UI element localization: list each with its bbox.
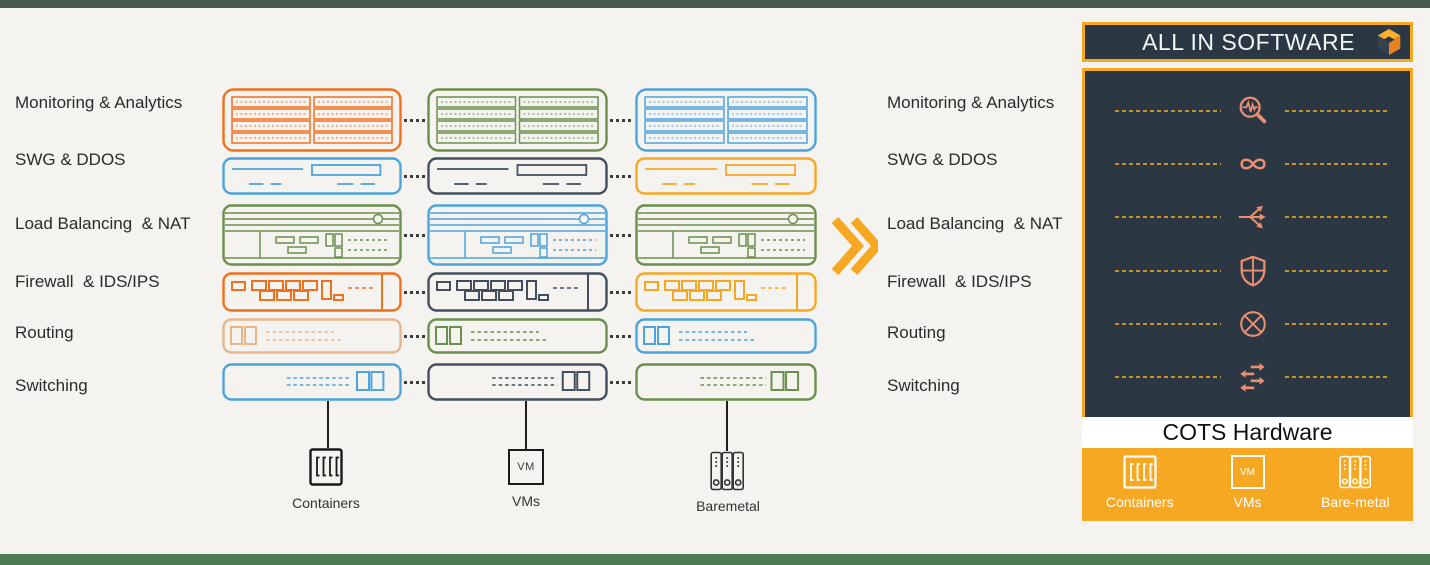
baremetal-label: Baremetal bbox=[696, 498, 760, 514]
appliance-monitoring-baremetal bbox=[635, 88, 817, 152]
layer-label-monitoring-right: Monitoring & Analytics bbox=[887, 93, 1055, 112]
appliance-switching-vms bbox=[427, 363, 608, 401]
stem-vms bbox=[525, 401, 527, 449]
appliance-swg-vms bbox=[427, 157, 608, 195]
layer-label-firewall-right: Firewall & IDS/IPS bbox=[887, 272, 1032, 291]
appliance-lb-baremetal bbox=[635, 204, 817, 266]
software-row-monitoring bbox=[1085, 94, 1410, 128]
software-functions-panel bbox=[1082, 68, 1413, 417]
containers-icon bbox=[309, 448, 343, 486]
appliance-swg-baremetal bbox=[635, 157, 817, 195]
software-row-lb bbox=[1085, 200, 1410, 234]
dash-line bbox=[1284, 269, 1390, 272]
shield-icon bbox=[1231, 254, 1275, 288]
hardware-strip: Containers VM VMs Bare-metal bbox=[1082, 448, 1413, 521]
dash-line bbox=[1115, 375, 1221, 378]
connector-monitoring bbox=[610, 119, 633, 122]
appliance-lb-containers bbox=[222, 204, 402, 266]
software-row-firewall bbox=[1085, 254, 1410, 288]
appliance-firewall-baremetal bbox=[635, 272, 817, 312]
connector-switching bbox=[404, 381, 425, 384]
hardware-label-containers: Containers bbox=[1105, 494, 1174, 510]
appliance-swg-containers bbox=[222, 157, 402, 195]
appliance-monitoring-containers bbox=[222, 88, 402, 152]
appliance-routing-containers bbox=[222, 318, 402, 354]
connector-routing bbox=[610, 335, 633, 338]
layer-label-lb-left: Load Balancing & NAT bbox=[15, 214, 191, 233]
dash-line bbox=[1284, 216, 1390, 219]
dash-line bbox=[1284, 163, 1390, 166]
all-in-software-header: ALL IN SOFTWARE bbox=[1082, 22, 1413, 62]
infinity-icon bbox=[1231, 147, 1275, 181]
vm-icon: VM bbox=[508, 449, 544, 485]
stem-containers bbox=[327, 401, 329, 448]
connector-swg bbox=[610, 175, 633, 178]
containers-label: Containers bbox=[292, 495, 360, 511]
hardware-item-baremetal: Bare-metal bbox=[1305, 455, 1405, 510]
connector-firewall bbox=[610, 291, 633, 294]
chevron-arrow-icon bbox=[831, 217, 878, 275]
layer-label-routing-right: Routing bbox=[887, 323, 946, 342]
exchange-arrows-icon bbox=[1231, 360, 1275, 394]
appliance-routing-vms bbox=[427, 318, 608, 354]
layer-label-swg-right: SWG & DDOS bbox=[887, 150, 998, 169]
software-row-swg bbox=[1085, 147, 1410, 181]
hexagon-cube-logo-icon bbox=[1377, 28, 1401, 56]
top-border-bar bbox=[0, 0, 1430, 8]
bottom-border-bar bbox=[0, 554, 1430, 565]
software-row-routing bbox=[1085, 307, 1410, 341]
baremetal-icon-white bbox=[1339, 455, 1372, 489]
software-row-switching bbox=[1085, 360, 1410, 394]
load-balancer-split-icon bbox=[1231, 200, 1275, 234]
hardware-label-vms: VMs bbox=[1233, 494, 1262, 510]
stem-baremetal bbox=[726, 401, 728, 451]
appliance-firewall-containers bbox=[222, 272, 402, 312]
connector-monitoring bbox=[404, 119, 425, 122]
dash-line bbox=[1115, 216, 1221, 219]
layer-label-switching-right: Switching bbox=[887, 376, 960, 395]
appliance-lb-vms bbox=[427, 204, 608, 266]
appliance-monitoring-vms bbox=[427, 88, 608, 152]
all-in-software-title: ALL IN SOFTWARE bbox=[1142, 28, 1355, 55]
monitoring-magnifier-icon bbox=[1231, 94, 1275, 128]
appliance-routing-baremetal bbox=[635, 318, 817, 354]
hardware-item-containers: Containers bbox=[1090, 455, 1190, 510]
baremetal-icon bbox=[710, 451, 744, 491]
layer-label-firewall-left: Firewall & IDS/IPS bbox=[15, 272, 160, 291]
vm-icon-white: VM bbox=[1230, 455, 1265, 489]
dash-line bbox=[1115, 322, 1221, 325]
connector-firewall bbox=[404, 291, 425, 294]
connector-switching bbox=[610, 381, 633, 384]
appliance-switching-containers bbox=[222, 363, 402, 401]
layer-label-routing-left: Routing bbox=[15, 323, 74, 342]
layer-label-swg-left: SWG & DDOS bbox=[15, 150, 126, 169]
hardware-label-baremetal: Bare-metal bbox=[1321, 494, 1390, 510]
dash-line bbox=[1115, 269, 1221, 272]
dash-line bbox=[1115, 163, 1221, 166]
dash-line bbox=[1115, 110, 1221, 113]
layer-label-monitoring-left: Monitoring & Analytics bbox=[15, 93, 183, 112]
appliance-switching-baremetal bbox=[635, 363, 817, 401]
connector-lb bbox=[610, 234, 633, 237]
layer-label-lb-right: Load Balancing & NAT bbox=[887, 214, 1063, 233]
layer-label-switching-left: Switching bbox=[15, 376, 88, 395]
connector-lb bbox=[404, 234, 425, 237]
containers-icon-white bbox=[1123, 455, 1157, 489]
dash-line bbox=[1284, 322, 1390, 325]
vms-label: VMs bbox=[512, 493, 540, 509]
connector-swg bbox=[404, 175, 425, 178]
cots-hardware-bar: COTS Hardware bbox=[1082, 417, 1413, 448]
crossed-circle-icon bbox=[1231, 307, 1275, 341]
dash-line bbox=[1284, 375, 1390, 378]
appliance-firewall-vms bbox=[427, 272, 608, 312]
connector-routing bbox=[404, 335, 425, 338]
dash-line bbox=[1284, 110, 1390, 113]
hardware-item-vms: VM VMs bbox=[1198, 455, 1298, 510]
